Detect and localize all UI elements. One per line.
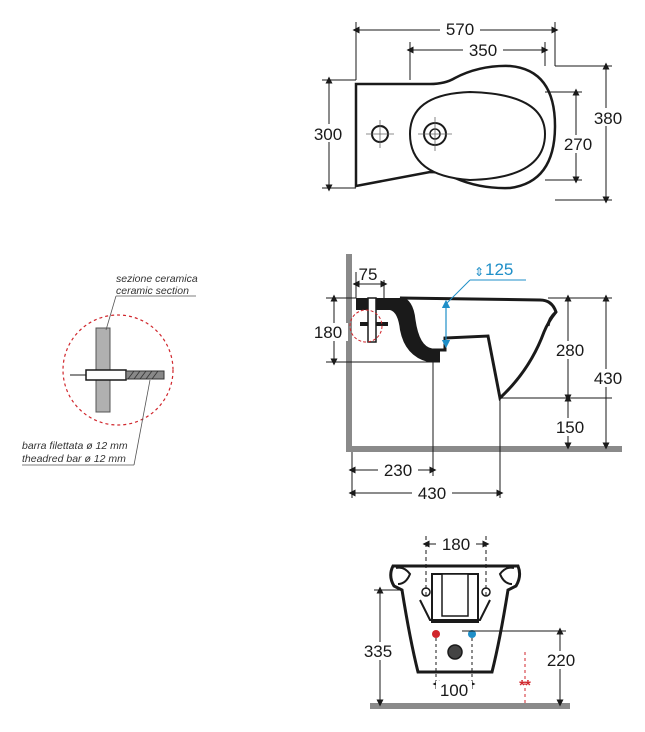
- threaded-bar-it: barra filettata ø 12 mm: [22, 440, 128, 452]
- front-view: 180 335 220 100 **: [360, 535, 581, 709]
- side-view: 125 ⇕ 75 180 280 430 150 230: [312, 254, 628, 503]
- side-height-180: 180: [314, 323, 342, 342]
- side-offset: 75: [359, 265, 378, 284]
- floor: [346, 446, 622, 452]
- top-height-bowl: 270: [564, 135, 592, 154]
- side-depth-430: 430: [418, 484, 446, 503]
- top-width-total: 570: [446, 20, 474, 39]
- front-spacing: 100: [440, 681, 468, 700]
- side-bowl-height: 280: [556, 341, 584, 360]
- adjustment-range: 125: [485, 260, 513, 279]
- front-outlet-height: 220: [547, 651, 575, 670]
- top-height-total: 380: [594, 109, 622, 128]
- side-total-height: 430: [594, 369, 622, 388]
- top-width-inner: 350: [469, 41, 497, 60]
- top-view-bowl: [408, 90, 547, 182]
- front-width: 180: [442, 535, 470, 554]
- ceramic-section-it: sezione ceramica: [116, 273, 198, 285]
- waste-outlet: [447, 644, 463, 660]
- threaded-bar-en: theadred bar ø 12 mm: [22, 453, 126, 465]
- svg-text:⇕: ⇕: [474, 265, 484, 279]
- side-bidet-shell: [399, 296, 558, 401]
- side-bidet-body: [356, 298, 440, 362]
- hot-water-icon: [432, 630, 440, 638]
- cold-water-icon: [468, 630, 476, 638]
- wall: [346, 254, 352, 450]
- section-detail: sezione ceramica ceramic section barra f…: [22, 273, 198, 466]
- note-marker: **: [519, 677, 531, 694]
- side-floor-gap: 150: [556, 418, 584, 437]
- top-height-left: 300: [314, 125, 342, 144]
- top-view: 570 350 300 270 380: [310, 20, 628, 204]
- ceramic-section-en: ceramic section: [116, 285, 189, 297]
- side-depth-230: 230: [384, 461, 412, 480]
- front-height: 335: [364, 642, 392, 661]
